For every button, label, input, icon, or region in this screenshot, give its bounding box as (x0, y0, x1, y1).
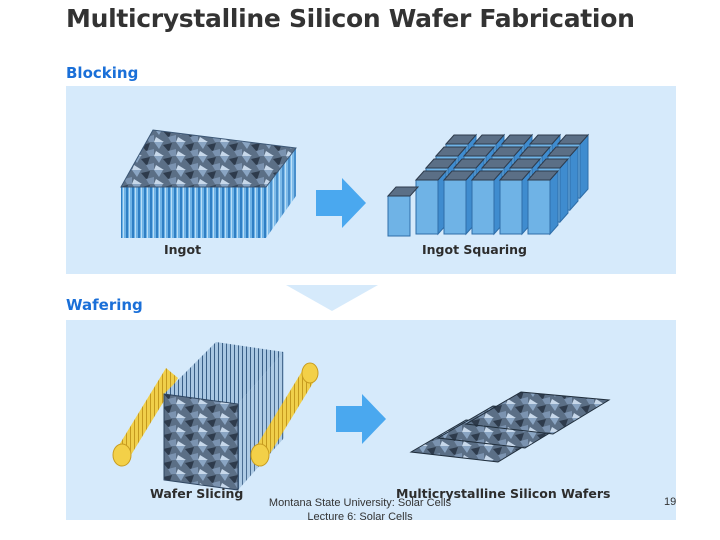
blocking-arrow (316, 178, 366, 228)
ingot-squaring-grid (388, 135, 588, 236)
caption-wafer-slicing: Wafer Slicing (150, 486, 243, 501)
ingot-brick-separated (388, 187, 418, 236)
section-label-wafering: Wafering (66, 296, 143, 314)
wafering-panel: Wafer Slicing Multicrystalline Silicon W… (66, 320, 676, 520)
footer-line-2: Lecture 6: Solar Cells (258, 510, 462, 524)
silicon-wafers (411, 392, 609, 462)
ingot-brick (500, 171, 530, 234)
blocking-illustration (66, 86, 676, 274)
ingot-brick (416, 171, 446, 234)
footer: Montana State University: Solar Cells Le… (258, 496, 462, 524)
slide-title: Multicrystalline Silicon Wafer Fabricati… (66, 4, 635, 33)
ingot-brick (444, 171, 474, 234)
ingot-brick (472, 171, 502, 234)
wafering-arrow (336, 394, 386, 444)
ingot-brick (528, 171, 558, 234)
wafer-slicing-block (164, 342, 284, 490)
blocking-panel: Ingot Ingot Squaring (66, 86, 676, 274)
section-label-blocking: Blocking (66, 64, 138, 82)
ingot-block (121, 130, 296, 238)
caption-ingot-squaring: Ingot Squaring (422, 242, 527, 257)
page-number: 19 (664, 496, 676, 508)
down-arrow (286, 285, 378, 311)
footer-line-1: Montana State University: Solar Cells (258, 496, 462, 510)
caption-ingot: Ingot (164, 242, 201, 257)
